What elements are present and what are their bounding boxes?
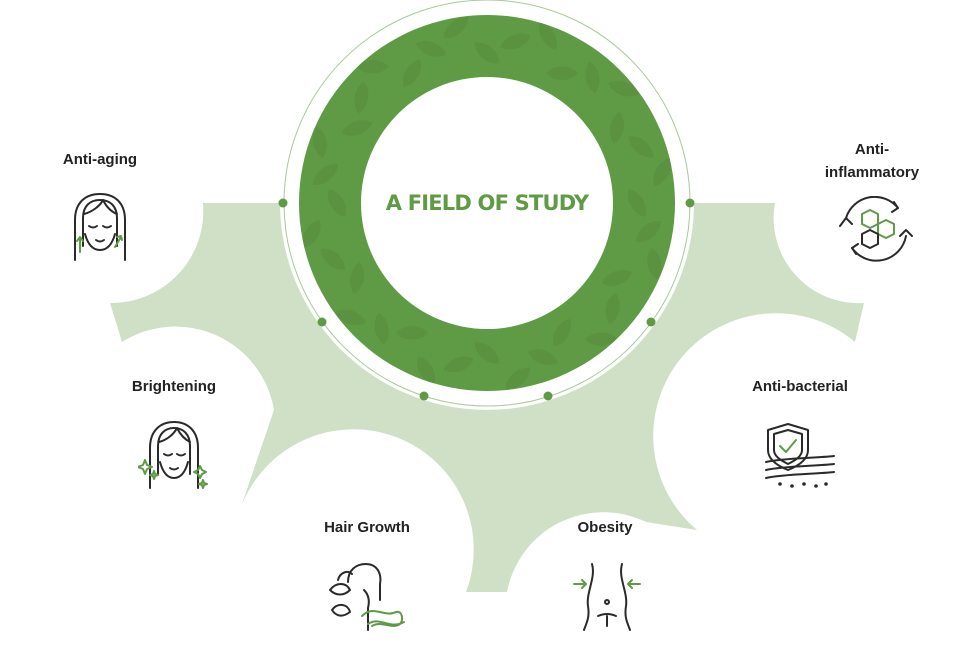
orbit-dot: [543, 391, 553, 401]
orbit-dot: [317, 317, 327, 327]
hair-leaf-icon: [329, 563, 405, 631]
leaf-shape: [328, 189, 346, 217]
leaf-shape: [609, 112, 624, 144]
orbit-dot: [685, 198, 695, 208]
leaf-shape: [342, 120, 373, 136]
background-band: [110, 203, 864, 592]
item-label-hair-growth: Hair Growth: [324, 519, 410, 536]
shield-check-icon: [765, 423, 835, 488]
leaf-shape: [528, 349, 559, 365]
leaf-shape: [538, 21, 557, 50]
leaf-shape: [628, 189, 646, 217]
leaf-shape: [396, 326, 428, 340]
item-label-brightening: Brightening: [131, 378, 217, 395]
leaf-shape: [605, 292, 620, 325]
leaf-shape: [335, 309, 366, 326]
leaf-shape: [312, 126, 327, 158]
leaf-shape: [443, 356, 474, 373]
leaf-shape: [474, 342, 500, 364]
leaf-shape: [356, 59, 389, 74]
leaf-shape: [443, 17, 469, 39]
leaf-shape: [417, 356, 436, 385]
item-label-anti-bacterial: Anti-bacterial: [752, 378, 848, 395]
molecule-cycle-icon: [839, 196, 913, 262]
face-sparkle-icon: [138, 421, 208, 489]
orbit-dot: [278, 198, 288, 208]
leaf-shape: [608, 80, 639, 97]
leaf-shape: [601, 270, 632, 286]
center-disk: [361, 77, 613, 329]
waist-slim-icon: [573, 563, 641, 631]
item-label-obesity: Obesity: [577, 519, 633, 536]
leaf-shape: [474, 42, 500, 64]
leaf-shape: [320, 248, 346, 270]
item-label-anti-inflammatory: Anti- inflammatory: [824, 141, 920, 181]
leaf-shape: [647, 248, 662, 280]
center-title: A FIELD OF STUDY: [385, 191, 589, 215]
leaf-shape: [354, 81, 369, 114]
leaf-shape: [546, 66, 578, 80]
leaf-shape: [636, 221, 661, 242]
leaf-shape: [350, 262, 365, 294]
leaf-shape: [403, 59, 421, 87]
orbit-dot: [646, 317, 656, 327]
leaf-shape: [653, 158, 672, 186]
leaf-shape: [302, 220, 321, 248]
leaf-shape: [374, 312, 389, 345]
leaf-pattern: [302, 17, 672, 389]
face-lift-icon: [74, 193, 126, 261]
leaf-shape: [415, 41, 446, 57]
leaf-shape: [505, 367, 531, 389]
leaf-shape: [628, 136, 654, 158]
leaf-shape: [585, 332, 618, 347]
leaf-shape: [500, 33, 531, 50]
leaf-shape: [313, 164, 338, 185]
orbit-dot: [419, 391, 429, 401]
item-label-anti-aging: Anti-aging: [62, 151, 138, 168]
leaf-shape: [585, 61, 600, 94]
leaf-shape: [553, 319, 571, 347]
